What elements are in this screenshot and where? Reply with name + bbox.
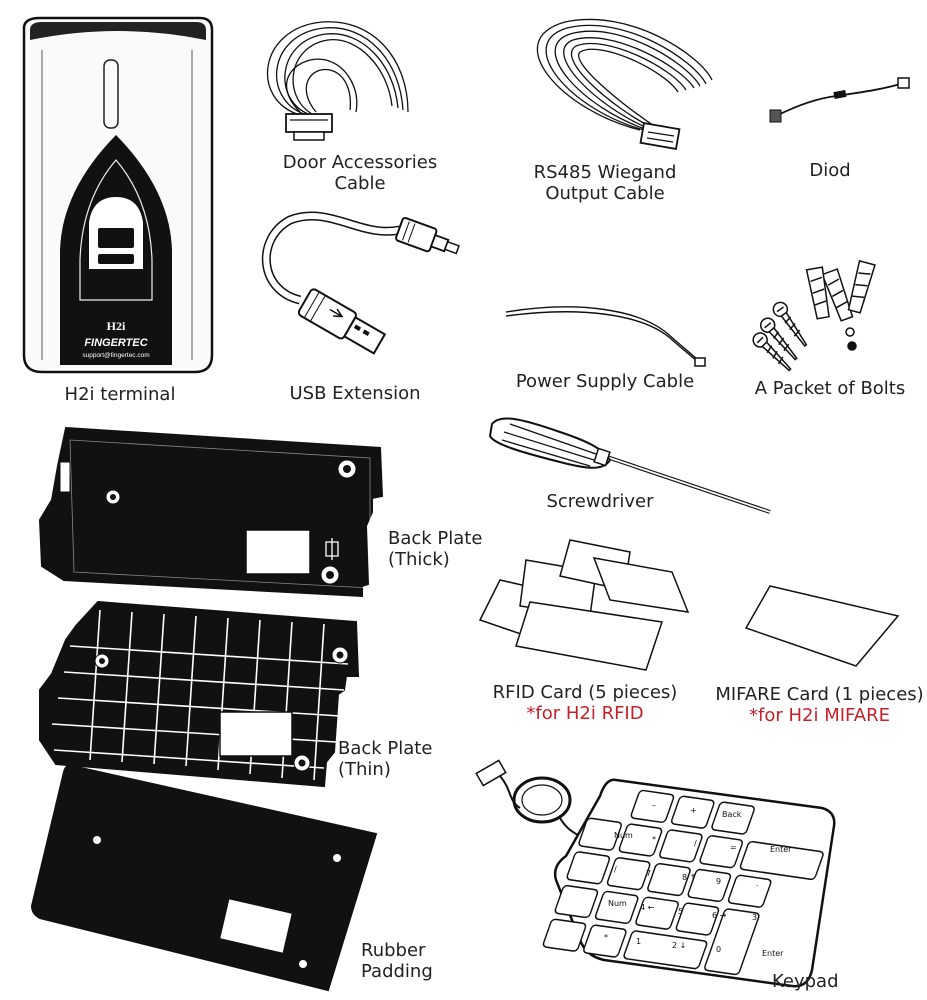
rubber-padding-label-line2: Padding [361,961,433,982]
svg-text:3: 3 [752,913,757,922]
back-plate-thin [39,600,360,788]
svg-text:*: * [652,835,656,844]
svg-text:+: + [690,806,697,815]
power-supply-cable [505,306,706,367]
svg-text:Enter: Enter [762,949,784,958]
rubber-padding [30,764,378,992]
usb-extension-label: USB Extension [289,383,421,404]
back-plate-thick-label-line2: (Thick) [388,549,450,570]
svg-text:/: / [614,865,617,874]
svg-text:Back: Back [722,810,742,819]
rfid-card-label-text: RFID Card (5 pieces) [492,682,678,703]
svg-text:6 →: 6 → [712,911,727,920]
packet-of-bolts [752,259,876,372]
rfid-card-5 [515,601,663,671]
door-cable-label: Door Accessories Cable [270,152,450,194]
svg-text:=: = [730,843,737,852]
back-plate-thin-label-line1: Back Plate [338,738,433,759]
key [630,789,675,823]
svg-text:Enter: Enter [770,845,792,854]
svg-text:8 ↑: 8 ↑ [682,873,696,882]
terminal-model-text: H2i [107,319,126,333]
door-cable-label-line2: Cable [334,173,386,194]
back-plate-thin-label-line2: (Thin) [338,759,391,780]
svg-text:*: * [604,933,608,942]
rs485-wiegand-cable [536,18,713,151]
terminal-support-text: support@fingertec.com [82,352,149,359]
back-plate-thick-label-line1: Back Plate [388,528,483,549]
svg-text:–: – [652,801,656,810]
svg-text:Num: Num [614,831,633,840]
svg-text:1: 1 [636,937,641,946]
svg-text:9: 9 [716,877,721,886]
usb-extension-cable [262,211,460,355]
svg-text:5: 5 [678,907,683,916]
rfid-cards [478,539,690,671]
svg-text:/: / [694,839,697,848]
back-plate-thick-label: Back Plate (Thick) [388,528,482,570]
mifare-card [744,585,900,667]
back-plate-thin-label: Back Plate (Thin) [338,738,432,780]
keypad-device: – + Back Num * / = Enter / 7 8 ↑ 9. Num 4 ← 5 6 → 3 *… [475,759,836,988]
rs485-cable-label: RS485 Wiegand Output Cable [515,162,695,204]
rubber-padding-label-line1: Rubber [361,940,426,961]
mifare-card-label: MIFARE Card (1 pieces) *for H2i MIFARE [712,684,927,726]
back-plate-thick [38,426,384,598]
svg-text:.: . [756,879,759,888]
svg-text:Num: Num [608,899,627,908]
diod [769,77,910,123]
svg-text:2 ↓: 2 ↓ [672,941,686,950]
screwdriver-label: Screwdriver [546,491,654,512]
h2i-terminal: H2i FINGERTEC support@fingertec.com [22,16,214,374]
power-cable-label: Power Supply Cable [515,371,695,392]
bolts-label: A Packet of Bolts [754,378,906,399]
svg-text:7: 7 [646,869,651,878]
screwdriver [488,417,771,514]
rs485-cable-label-line2: Output Cable [545,183,665,204]
rs485-cable-label-line1: RS485 Wiegand [533,162,677,183]
door-accessories-cable [266,21,409,141]
svg-text:0: 0 [716,945,721,954]
h2i-terminal-label: H2i terminal [64,384,176,405]
terminal-brand-logo: FINGERTEC [84,337,148,349]
svg-text:4 ←: 4 ← [640,903,655,912]
mifare-card-label-text: MIFARE Card (1 pieces) [715,684,924,705]
rfid-card-label: RFID Card (5 pieces) *for H2i RFID [480,682,690,724]
mifare-card-note: *for H2i MIFARE [749,705,890,726]
keypad-label: Keypad [772,971,839,992]
rfid-card-note: *for H2i RFID [526,703,644,724]
door-cable-label-line1: Door Accessories [282,152,438,173]
diod-label: Diod [809,160,851,181]
rubber-padding-label: Rubber Padding [361,940,433,982]
rfid-card-4 [592,557,690,613]
